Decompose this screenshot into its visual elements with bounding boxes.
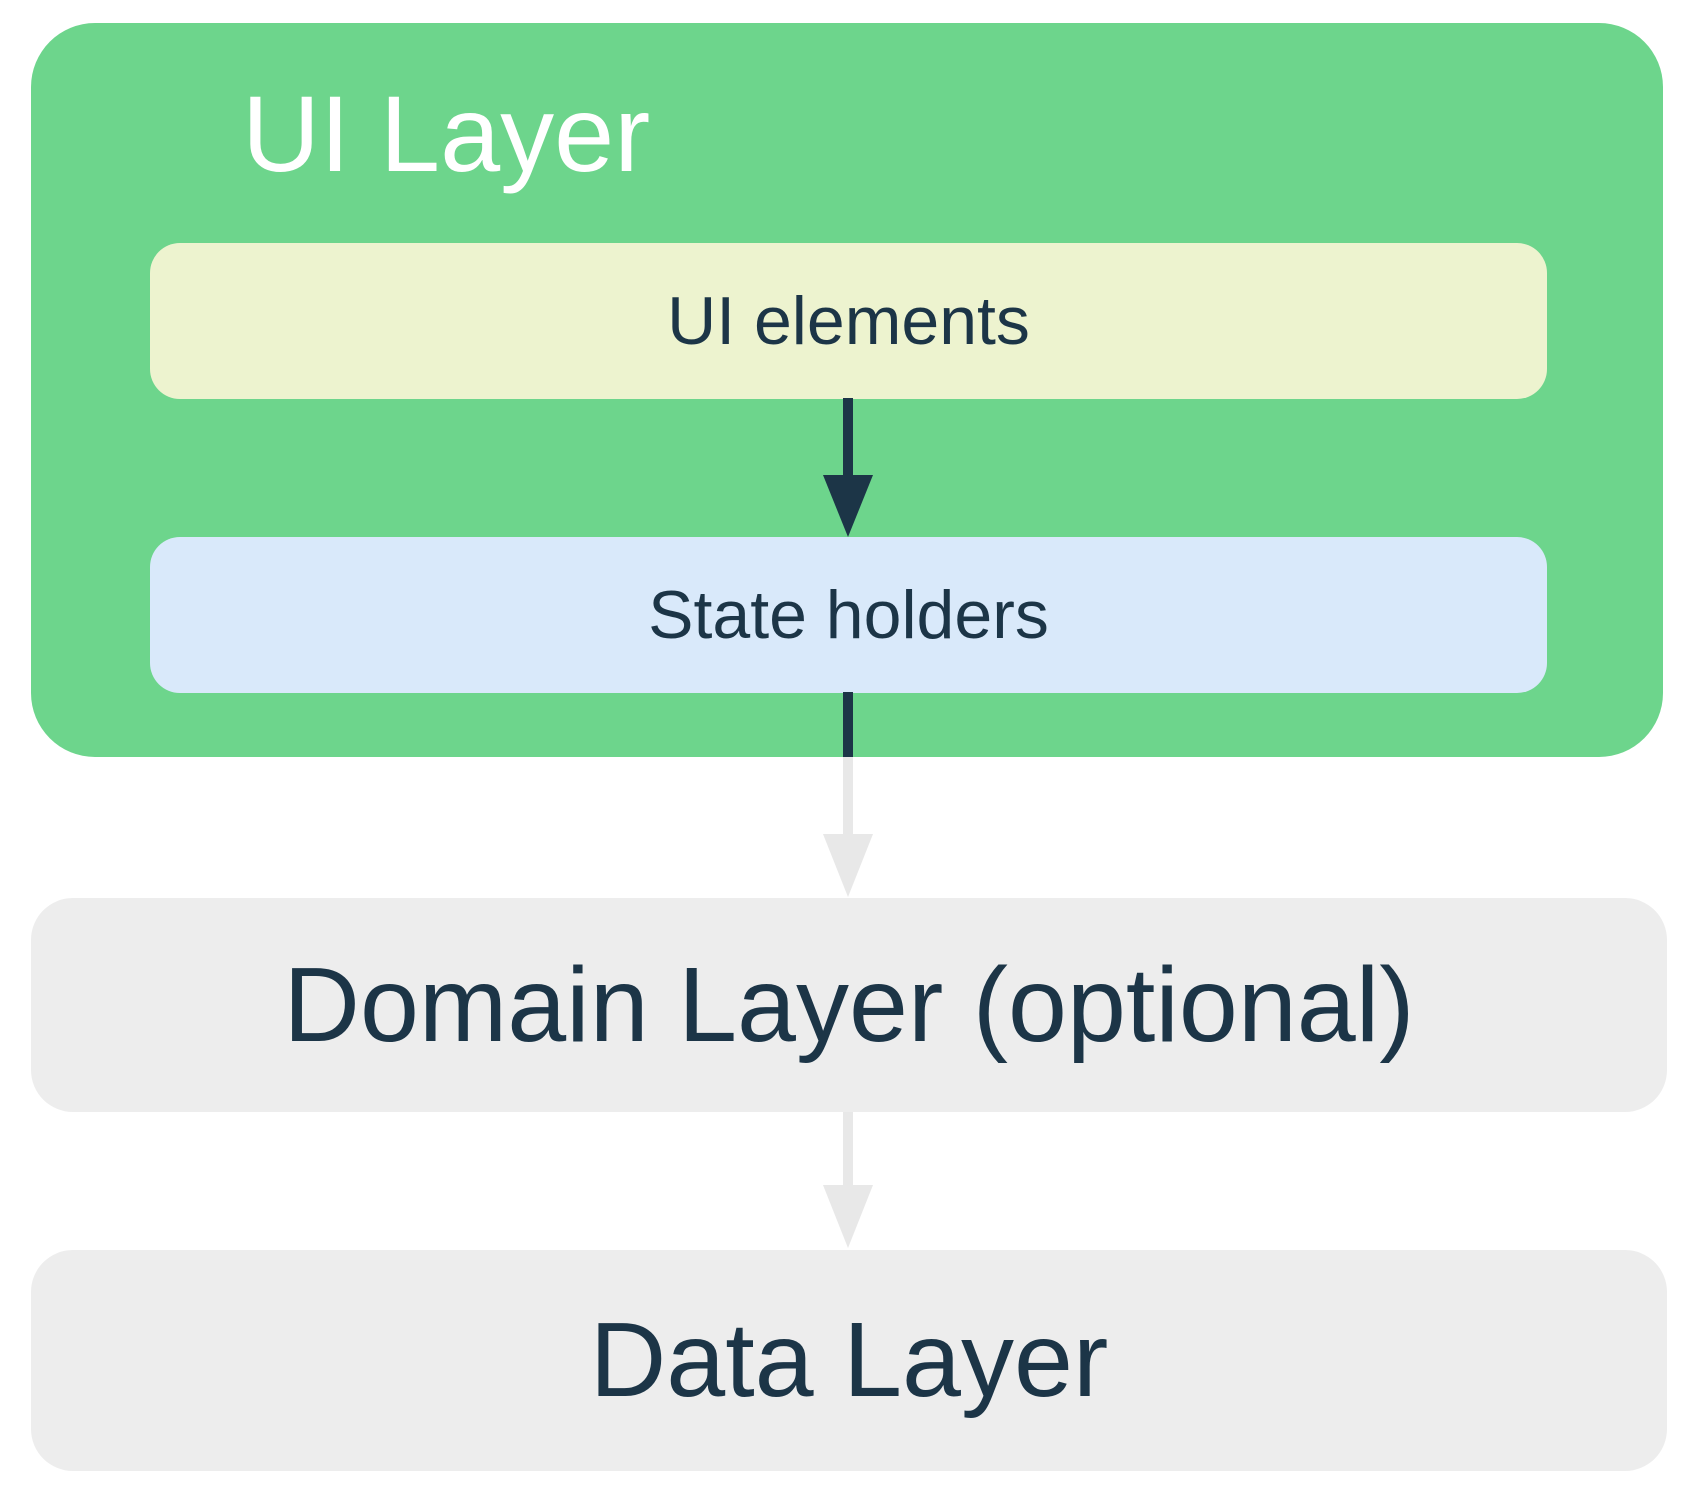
domain-layer-label: Domain Layer (optional) bbox=[283, 945, 1415, 1064]
ui-layer-title: UI Layer bbox=[242, 73, 651, 194]
domain-layer-box: Domain Layer (optional) bbox=[31, 898, 1667, 1112]
arrow-state-holders-to-domain-stem-dark bbox=[843, 692, 853, 757]
ui-layer-box: UI Layer UI elements State holders bbox=[31, 23, 1663, 757]
state-holders-label: State holders bbox=[648, 577, 1049, 653]
ui-elements-box: UI elements bbox=[150, 243, 1547, 399]
arrow-ui-elements-to-state-holders-head bbox=[823, 475, 873, 537]
arrow-state-holders-to-domain-stem-gray bbox=[843, 757, 853, 837]
arrow-domain-to-data-stem bbox=[843, 1112, 853, 1188]
arrow-ui-elements-to-state-holders-stem bbox=[843, 398, 853, 478]
state-holders-box: State holders bbox=[150, 537, 1547, 693]
data-layer-label: Data Layer bbox=[589, 1301, 1109, 1419]
data-layer-box: Data Layer bbox=[31, 1250, 1667, 1471]
arrow-domain-to-data-head bbox=[823, 1185, 873, 1248]
arrow-state-holders-to-domain-head bbox=[823, 834, 873, 897]
ui-elements-label: UI elements bbox=[667, 283, 1030, 359]
